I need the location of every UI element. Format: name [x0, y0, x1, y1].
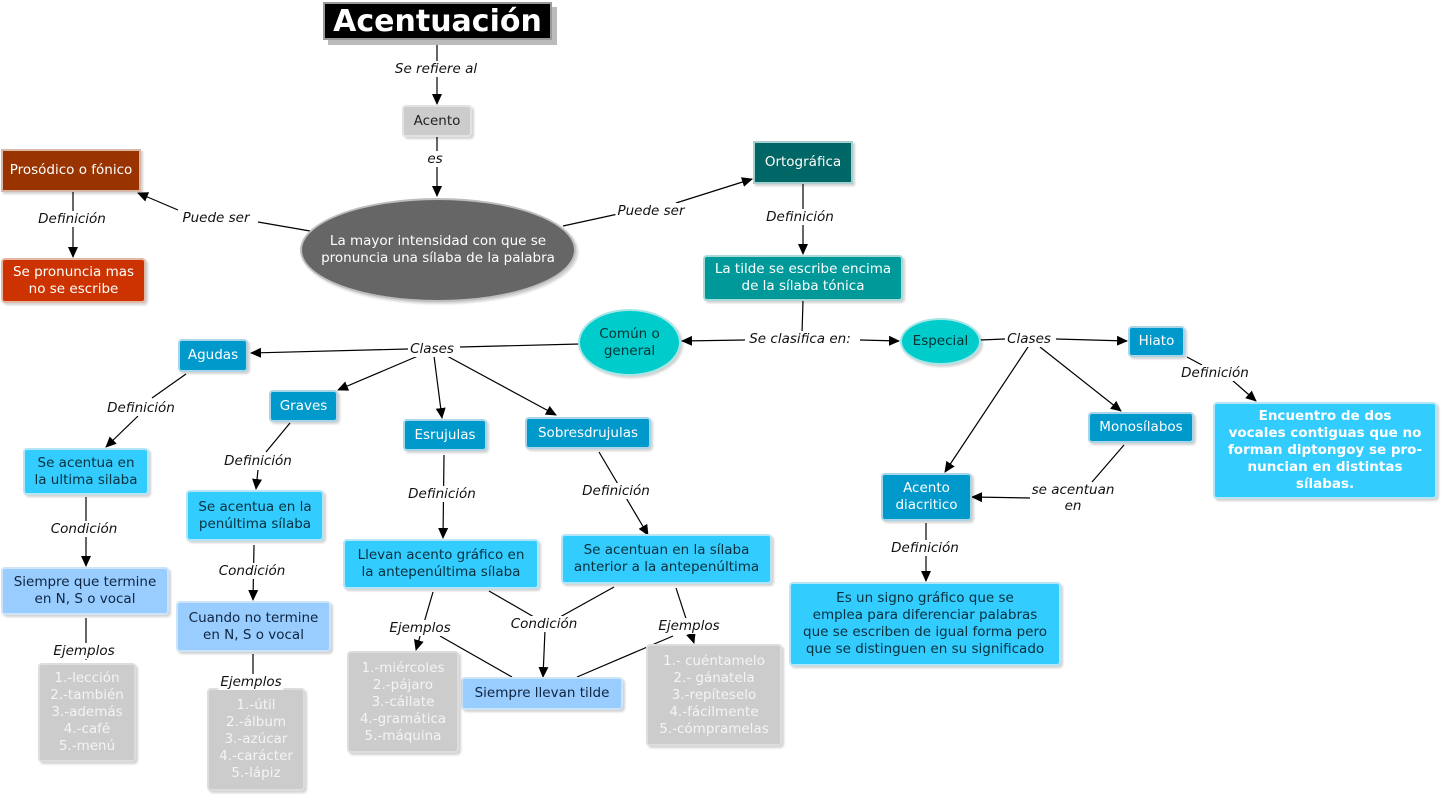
link-line: [801, 300, 804, 334]
link-label-puede-ser-2: Puede ser: [615, 203, 687, 219]
concept-definicion-central[interactable]: La mayor intensidad con que se pronuncia…: [300, 198, 576, 302]
link-line: [538, 629, 549, 678]
concept-esdrujulas-def[interactable]: Llevan acento gráfico en la antepenúltim…: [343, 539, 539, 589]
link-label-se-clasifica: Se clasifica en:: [747, 331, 853, 347]
link-label-se-refiere: Se refiere al: [392, 61, 480, 77]
concept-comun[interactable]: Común o general: [578, 309, 681, 376]
concept-graves-def[interactable]: Se acentua en la penúltima sílaba: [186, 490, 324, 541]
concept-sobresdrujulas-def[interactable]: Se acentuan en la sílaba anterior a la a…: [561, 534, 772, 584]
link-line: [859, 335, 900, 346]
concept-graves-cond[interactable]: Cuando no termine en N, S o vocal: [176, 601, 331, 652]
link-line: [250, 347, 409, 358]
concept-acentuacion[interactable]: Acentuación: [323, 2, 552, 40]
link-line: [562, 213, 619, 227]
link-label-cond-central: Condición: [508, 616, 580, 632]
link-label-def-hiato: Definición: [1179, 365, 1251, 381]
link-line: [257, 221, 311, 232]
link-label-def-sobresdrujulas: Definición: [580, 483, 652, 499]
link-label-ej-agudas: Ejemplos: [51, 643, 117, 659]
link-line: [488, 590, 535, 618]
link-line: [681, 335, 746, 346]
link-label-ej-sobresdrujulas: Ejemplos: [656, 618, 722, 634]
link-label-clases-especial: Clases: [1005, 331, 1053, 347]
examples-sobresdrujulas[interactable]: 1.- cuéntamelo 2.- gánatela 3.-repítesel…: [646, 644, 782, 746]
link-line: [1039, 346, 1122, 412]
link-label-def-prosodico: Definición: [36, 211, 108, 227]
link-line: [459, 343, 581, 348]
concept-diacritico[interactable]: Acento diacritico: [881, 473, 972, 521]
link-label-cond-agudas: Condición: [48, 521, 120, 537]
concept-agudas[interactable]: Agudas: [178, 339, 248, 372]
link-label-def-graves: Definición: [222, 453, 294, 469]
link-label-def-agudas: Definición: [105, 400, 177, 416]
link-line: [675, 587, 696, 644]
concept-hiato[interactable]: Hiato: [1128, 326, 1185, 357]
concept-agudas-cond[interactable]: Siempre que termine en N, S o vocal: [1, 567, 169, 615]
concept-sobresdrujulas[interactable]: Sobresdrujulas: [525, 417, 651, 449]
link-line: [439, 635, 513, 678]
link-line: [265, 422, 291, 453]
concept-acento[interactable]: Acento: [402, 105, 472, 137]
link-label-def-diacritico: Definición: [889, 540, 961, 556]
concept-ortografica[interactable]: Ortográfica: [753, 141, 853, 184]
link-line: [337, 355, 419, 391]
link-line: [979, 338, 1006, 341]
concept-monosilabos[interactable]: Monosílabos: [1088, 412, 1194, 443]
link-label-puede-ser-1: Puede ser: [180, 210, 252, 226]
link-line: [433, 355, 446, 419]
link-line: [576, 635, 674, 678]
link-label-clases-comun: Clases: [408, 341, 456, 357]
concept-siempre-tilde[interactable]: Siempre llevan tilde: [461, 677, 623, 710]
link-line: [1231, 379, 1257, 402]
link-line: [1091, 444, 1125, 483]
link-label-cond-graves: Condición: [216, 563, 288, 579]
concept-prosodico-def[interactable]: Se pronuncia mas no se escribe: [1, 258, 146, 303]
examples-graves[interactable]: 1.-útil 2.-álbum 3.-azúcar 4.-carácter 5…: [207, 688, 305, 791]
concept-agudas-def[interactable]: Se acentua en la ultima silaba: [23, 448, 149, 495]
link-line: [675, 177, 753, 204]
link-label-ej-esdrujulas: Ejemplos: [387, 620, 453, 636]
link-line: [559, 586, 615, 618]
concept-esdrujulas[interactable]: Esrujulas: [403, 419, 487, 451]
examples-agudas[interactable]: 1.-lección 2.-también 3.-además 4.-café …: [38, 663, 136, 762]
link-label-ej-graves: Ejemplos: [218, 674, 284, 690]
link-label-es: es: [425, 151, 445, 167]
link-line: [1055, 335, 1128, 346]
link-line: [252, 469, 263, 490]
concept-especial[interactable]: Especial: [900, 318, 981, 365]
concept-hiato-def[interactable]: Encuentro de dos vocales contiguas que n…: [1213, 402, 1437, 499]
link-line: [151, 373, 187, 399]
link-label-se-acentuan: se acentuan en: [1031, 482, 1115, 514]
concept-prosodico[interactable]: Prosódico o fónico: [1, 149, 141, 192]
concept-graves[interactable]: Graves: [269, 390, 338, 422]
examples-esdrujulas[interactable]: 1.-miércoles 2.-pájaro 3.-cállate 4.-gra…: [347, 651, 459, 753]
concept-diacritico-def[interactable]: Es un signo gráfico que se emplea para d…: [789, 582, 1061, 666]
concept-ortografica-def[interactable]: La tilde se escribe encima de la sílaba …: [703, 255, 903, 301]
link-line: [1186, 356, 1203, 366]
link-line: [971, 492, 1031, 503]
link-line: [446, 355, 557, 416]
link-label-def-ortografica: Definición: [764, 209, 836, 225]
link-line: [105, 415, 139, 448]
link-label-def-esdrujulas: Definición: [406, 486, 478, 502]
link-line: [944, 346, 1029, 473]
link-line: [137, 192, 179, 211]
